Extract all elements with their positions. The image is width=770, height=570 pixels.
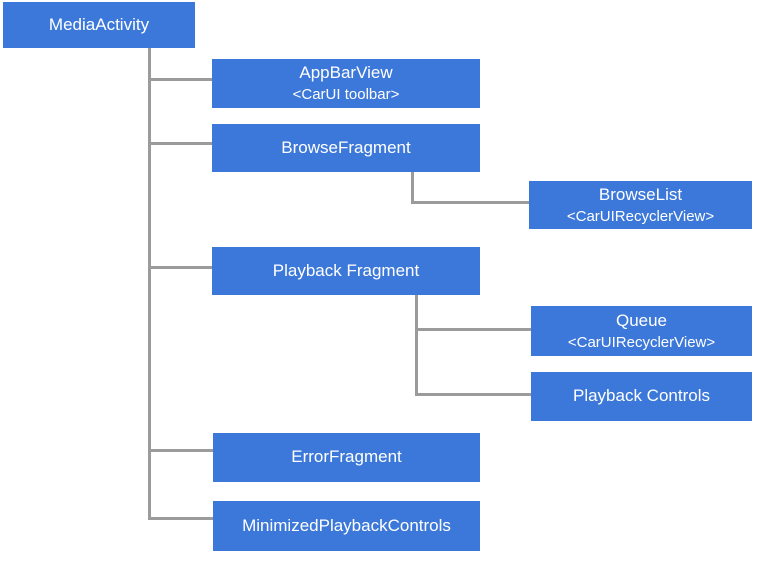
node-minimized-playback-controls-label: MinimizedPlaybackControls: [242, 515, 451, 535]
connector-branch-browselist: [411, 201, 529, 204]
connector-browsefragment-drop: [411, 172, 414, 204]
node-browse-list-sublabel: <CarUIRecyclerView>: [566, 207, 715, 225]
node-playback-fragment: Playback Fragment: [212, 247, 480, 295]
connector-branch-minimizedcontrols: [148, 517, 213, 520]
connector-branch-browsefragment: [148, 142, 212, 145]
node-browse-fragment-label: BrowseFragment: [281, 137, 411, 157]
node-browse-list: BrowseList <CarUIRecyclerView>: [529, 181, 752, 229]
node-playback-fragment-label: Playback Fragment: [272, 260, 420, 280]
node-playback-controls: Playback Controls: [531, 372, 752, 421]
connector-branch-playbackfragment: [148, 266, 212, 269]
node-queue-label: Queue: [615, 310, 668, 330]
node-media-activity: MediaActivity: [3, 2, 195, 48]
node-queue-sublabel: <CarUIRecyclerView>: [567, 333, 716, 351]
node-playback-controls-label: Playback Controls: [572, 386, 710, 406]
node-browse-list-label: BrowseList: [598, 184, 683, 204]
node-browse-fragment: BrowseFragment: [212, 124, 480, 172]
connector-branch-errorfragment: [148, 449, 213, 452]
connector-trunk-vertical: [148, 48, 151, 520]
connector-playbackfragment-drop: [415, 295, 418, 396]
node-media-activity-label: MediaActivity: [48, 14, 150, 34]
node-queue: Queue <CarUIRecyclerView>: [531, 306, 752, 356]
node-app-bar-view: AppBarView <CarUI toolbar>: [212, 59, 480, 108]
node-app-bar-view-sublabel: <CarUI toolbar>: [292, 86, 400, 104]
connector-branch-appbarview: [148, 78, 212, 81]
node-error-fragment-label: ErrorFragment: [291, 447, 402, 467]
node-app-bar-view-label: AppBarView: [299, 63, 393, 83]
connector-branch-playbackcontrols: [415, 393, 531, 396]
connector-branch-queue: [415, 328, 531, 331]
node-error-fragment: ErrorFragment: [213, 433, 480, 482]
node-minimized-playback-controls: MinimizedPlaybackControls: [213, 501, 480, 551]
